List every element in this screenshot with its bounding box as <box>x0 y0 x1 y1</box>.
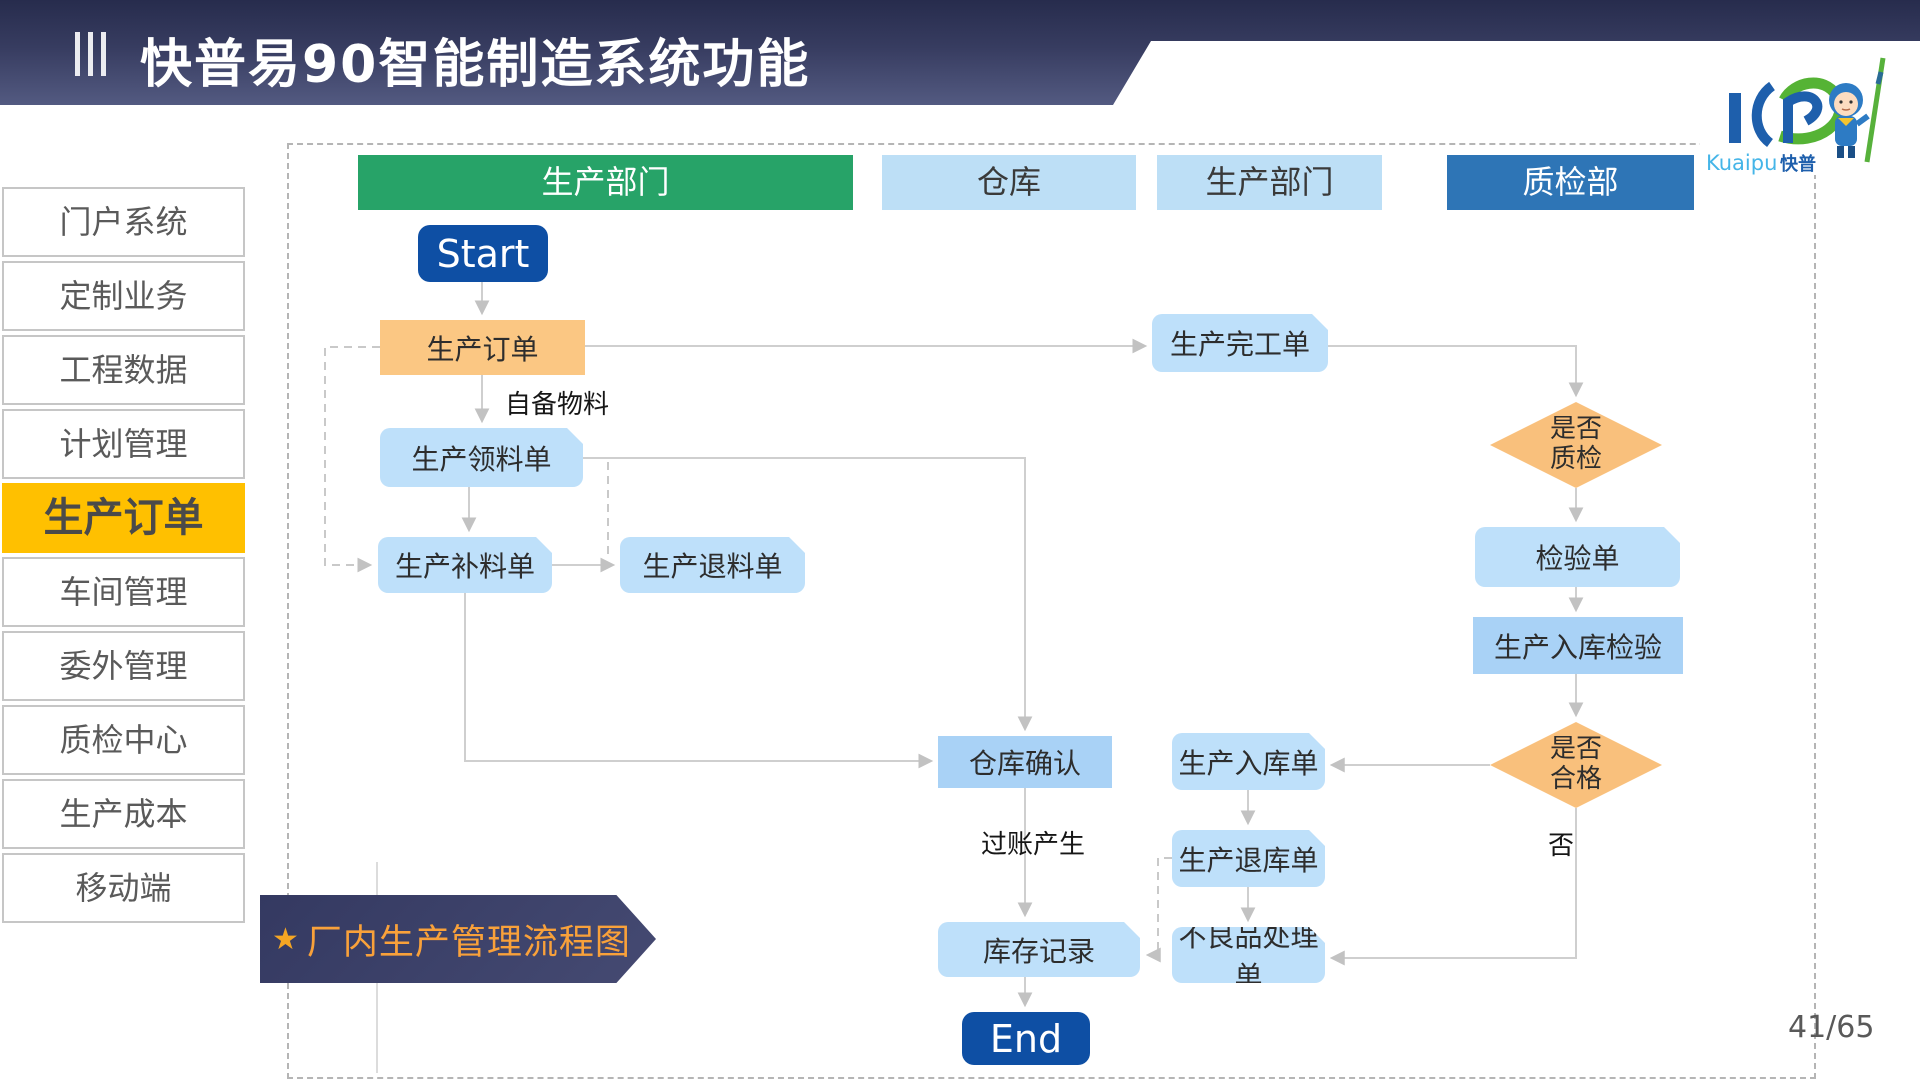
node-inbound-inspection: 生产入库检验 <box>1473 617 1683 674</box>
sidebar-item-3[interactable]: 工程数据 <box>2 335 245 405</box>
kp-logo-mark <box>1729 77 1846 148</box>
connector-8 <box>1328 345 1584 398</box>
lane-header-quality-dept: 质检部 <box>1447 155 1694 210</box>
caption-banner-label: 厂内生产管理流程图 <box>306 922 631 963</box>
node-end: End <box>962 1012 1090 1065</box>
node-defective-handling: 不良品处理单 <box>1172 927 1325 983</box>
node-inventory-record: 库存记录 <box>938 922 1140 977</box>
sidebar-item-8[interactable]: 质检中心 <box>2 705 245 775</box>
sidebar-item-4[interactable]: 计划管理 <box>2 409 245 479</box>
company-logo: Kuaipu 快普 <box>1700 50 1895 175</box>
star-icon: ★ <box>272 921 299 957</box>
flowchart-dashed-frame <box>287 143 1816 1079</box>
node-inbound-order: 生产入库单 <box>1172 733 1325 790</box>
logo-text-cn: 快普 <box>1780 153 1816 175</box>
sidebar-item-5[interactable]: 生产订单 <box>2 483 245 553</box>
caption-banner: ★ 厂内生产管理流程图 <box>260 895 656 983</box>
node-warehouse-confirm: 仓库确认 <box>938 736 1112 788</box>
label-self-supplied-material: 自备物料 <box>505 390 610 420</box>
logo-text-en: Kuaipu <box>1706 151 1777 175</box>
sidebar-menu: 门户系统定制业务工程数据计划管理生产订单车间管理委外管理质检中心生产成本移动端 <box>2 187 245 927</box>
page-title: 快普易90智能制造系统功能 <box>140 35 811 95</box>
sidebar-item-10[interactable]: 移动端 <box>2 853 245 923</box>
page-number: 41/65 <box>1788 1010 1875 1045</box>
node-start: Start <box>418 225 548 282</box>
label-posting-generated: 过账产生 <box>981 830 1086 860</box>
header-bars-icon <box>75 32 106 76</box>
mascot-icon <box>1829 57 1886 163</box>
node-completion-order: 生产完工单 <box>1152 314 1328 372</box>
node-inbound-return: 生产退库单 <box>1172 830 1325 887</box>
lane-header-production-dept-1: 生产部门 <box>358 155 853 210</box>
connector-6 <box>583 457 1033 732</box>
lane-header-warehouse: 仓库 <box>882 155 1136 210</box>
sidebar-item-2[interactable]: 定制业务 <box>2 261 245 331</box>
connector-7 <box>464 593 934 769</box>
node-material-replenishment: 生产补料单 <box>378 537 552 593</box>
node-inspection-sheet: 检验单 <box>1475 527 1680 587</box>
label-no: 否 <box>1548 831 1575 861</box>
connector-18 <box>324 346 380 573</box>
sidebar-item-1[interactable]: 门户系统 <box>2 187 245 257</box>
lane-header-production-dept-2: 生产部门 <box>1157 155 1382 210</box>
node-material-return: 生产退料单 <box>620 537 805 593</box>
connector-20 <box>1145 857 1172 963</box>
sidebar-item-9[interactable]: 生产成本 <box>2 779 245 849</box>
node-production-order: 生产订单 <box>380 320 585 375</box>
connector-15 <box>1329 808 1577 966</box>
sidebar-item-6[interactable]: 车间管理 <box>2 557 245 627</box>
sidebar-item-7[interactable]: 委外管理 <box>2 631 245 701</box>
node-material-requisition: 生产领料单 <box>380 428 583 487</box>
